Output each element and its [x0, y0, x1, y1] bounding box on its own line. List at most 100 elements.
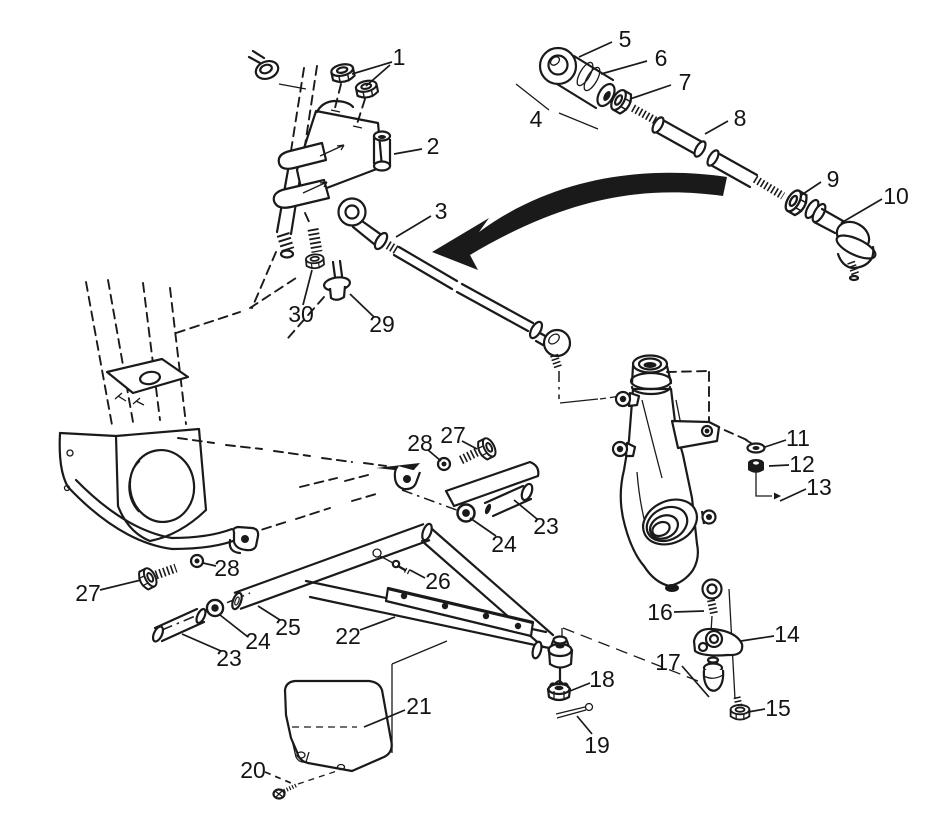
- part-callout-24: 24: [491, 531, 517, 557]
- leader-line-19: [576, 715, 593, 735]
- spindle-washer-11: [746, 442, 766, 454]
- leader-line-20: [264, 771, 292, 784]
- leader-line-9: [799, 181, 822, 197]
- washer-28-upper: [436, 456, 452, 472]
- leader-line-30: [302, 269, 313, 306]
- a-arm-assembly: [134, 435, 594, 719]
- clamp-bolt-15: [729, 696, 751, 722]
- leader-line-7: [629, 84, 672, 100]
- part-callout-11: 11: [786, 425, 810, 451]
- leader-line-24: [219, 614, 249, 638]
- inner-tie-rod: [337, 197, 622, 404]
- part-callout-2: 2: [427, 133, 440, 159]
- leader-line-23: [181, 633, 222, 652]
- flange-bolt-29: [322, 259, 352, 301]
- clamp-plate-14: [692, 627, 744, 657]
- apex-ball-housing: [547, 635, 574, 685]
- leader-line-14: [740, 635, 775, 642]
- leader-line-21: [363, 709, 406, 728]
- post-nut: [353, 77, 380, 102]
- pivot-bolt-27-lower: [134, 563, 178, 593]
- part-callout-24: 24: [245, 628, 271, 654]
- steering-post-assembly: [247, 49, 392, 301]
- outer-rod-end-10: [804, 198, 877, 282]
- post-nut: [329, 61, 357, 86]
- leader-line-2: [393, 148, 423, 155]
- part-callout-23: 23: [533, 513, 559, 539]
- part-callout-20: 20: [240, 757, 266, 783]
- leader-line-1: [365, 64, 391, 87]
- steering-post-mount-block: [272, 99, 392, 209]
- castle-nut-18: [546, 680, 572, 702]
- part-callout-29: 29: [369, 311, 395, 337]
- leader-line-25: [257, 605, 281, 621]
- leader-line-29: [349, 293, 375, 318]
- leader-line-27: [99, 579, 142, 591]
- leader-line-11: [764, 439, 787, 448]
- frame-outline: [58, 251, 387, 551]
- part-callout-28: 28: [214, 555, 240, 581]
- part-callout-18: 18: [589, 666, 615, 692]
- leader-line-15: [747, 708, 766, 713]
- part-callout-15: 15: [765, 695, 791, 721]
- bushing-23-lower: [151, 607, 207, 643]
- pivot-tube-outline: [444, 460, 540, 508]
- part-callout-22: 22: [335, 623, 361, 649]
- part-callout-14: 14: [774, 621, 800, 647]
- part-callout-27: 27: [440, 422, 466, 448]
- part-callout-16: 16: [647, 599, 673, 625]
- ball-joint-17: [702, 656, 725, 692]
- post-top-fastener: [247, 49, 307, 90]
- part-callout-25: 25: [275, 614, 301, 640]
- part-callout-9: 9: [827, 166, 840, 192]
- leader-line-8: [704, 120, 729, 135]
- part-callout-21: 21: [406, 693, 432, 719]
- part-callout-7: 7: [679, 69, 692, 95]
- callout-layer: 1234567891011121314151617181920212223242…: [75, 26, 909, 784]
- leader-line-24: [469, 517, 497, 537]
- washer-28-lower: [189, 553, 205, 569]
- mount-bolt-30: [304, 212, 326, 271]
- leader-line-22: [359, 616, 396, 631]
- part-callout-1: 1: [393, 44, 406, 70]
- spindle-boss: [642, 498, 698, 546]
- pinch-bolt-16: [701, 578, 723, 615]
- part-callout-10: 10: [883, 183, 909, 209]
- part-callout-17: 17: [655, 649, 681, 675]
- part-callout-6: 6: [655, 45, 668, 71]
- part-callout-12: 12: [789, 451, 815, 477]
- part-callout-13: 13: [806, 474, 832, 500]
- leader-line-1: [351, 61, 393, 75]
- lower-pivot: [134, 525, 260, 643]
- pivot-tube-25: [233, 522, 431, 611]
- cotter-pin-mark-13: [755, 472, 781, 500]
- pivot-bolt-27-upper: [458, 435, 500, 465]
- leader-line-5: [578, 41, 613, 58]
- a-arm-frame: [231, 522, 555, 660]
- steering-arm: [670, 419, 721, 450]
- clamp-lobe-upper: [277, 141, 328, 170]
- leader-line-26: [409, 569, 426, 579]
- leader-line-12: [768, 464, 790, 467]
- leader-line-3: [395, 215, 432, 238]
- grease-fitting-26: [372, 548, 413, 576]
- part-callout-4: 4: [530, 106, 543, 132]
- part-callout-30: 30: [288, 301, 314, 327]
- part-callout-5: 5: [619, 26, 632, 52]
- leader-line-27: [461, 440, 478, 450]
- part-callout-23: 23: [216, 645, 242, 671]
- guard-screw-20: [272, 769, 341, 800]
- leader-line-23: [513, 499, 538, 520]
- rod-end-body-6: [555, 54, 615, 110]
- spindle-nut-12: [748, 459, 764, 473]
- leader-line-10: [840, 198, 883, 224]
- part-callout-28: 28: [407, 430, 433, 456]
- leader-line-16: [673, 610, 705, 613]
- leader-line-28: [427, 449, 442, 462]
- part-callout-8: 8: [734, 105, 747, 131]
- direction-arrow: [432, 172, 727, 270]
- steering-knuckle-assembly: [561, 354, 781, 722]
- outer-tie-rod-assembly: [515, 46, 877, 282]
- knuckle-body: [619, 387, 699, 588]
